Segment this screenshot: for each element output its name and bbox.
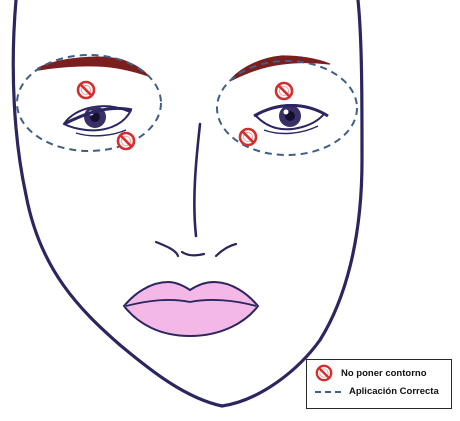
nose-bridge: [193, 122, 202, 238]
prohibited-icon: [274, 81, 294, 101]
prohibited-icon: [116, 131, 136, 151]
nose-tip: [154, 240, 238, 258]
legend-label-no-contour: No poner contorno: [341, 367, 427, 379]
left-eyebrow: [37, 56, 150, 78]
left-eye-guide: [16, 54, 162, 152]
right-eyebrow: [231, 55, 331, 81]
legend-label-correct-application: Aplicación Correcta: [349, 386, 439, 397]
prohibited-icon: [76, 80, 96, 100]
right-eye-guide: [216, 60, 358, 156]
lips: [122, 280, 260, 338]
dashed-line-icon: [315, 390, 341, 393]
face-outline: [11, 0, 364, 408]
legend: No poner contorno Aplicación Correcta: [306, 359, 452, 409]
prohibited-icon: [238, 127, 258, 147]
legend-item-correct-application: Aplicación Correcta: [315, 386, 439, 397]
right-eye: [253, 104, 329, 135]
prohibited-icon: [315, 364, 333, 382]
left-eye: [62, 105, 133, 137]
legend-item-no-contour: No poner contorno: [315, 364, 427, 382]
